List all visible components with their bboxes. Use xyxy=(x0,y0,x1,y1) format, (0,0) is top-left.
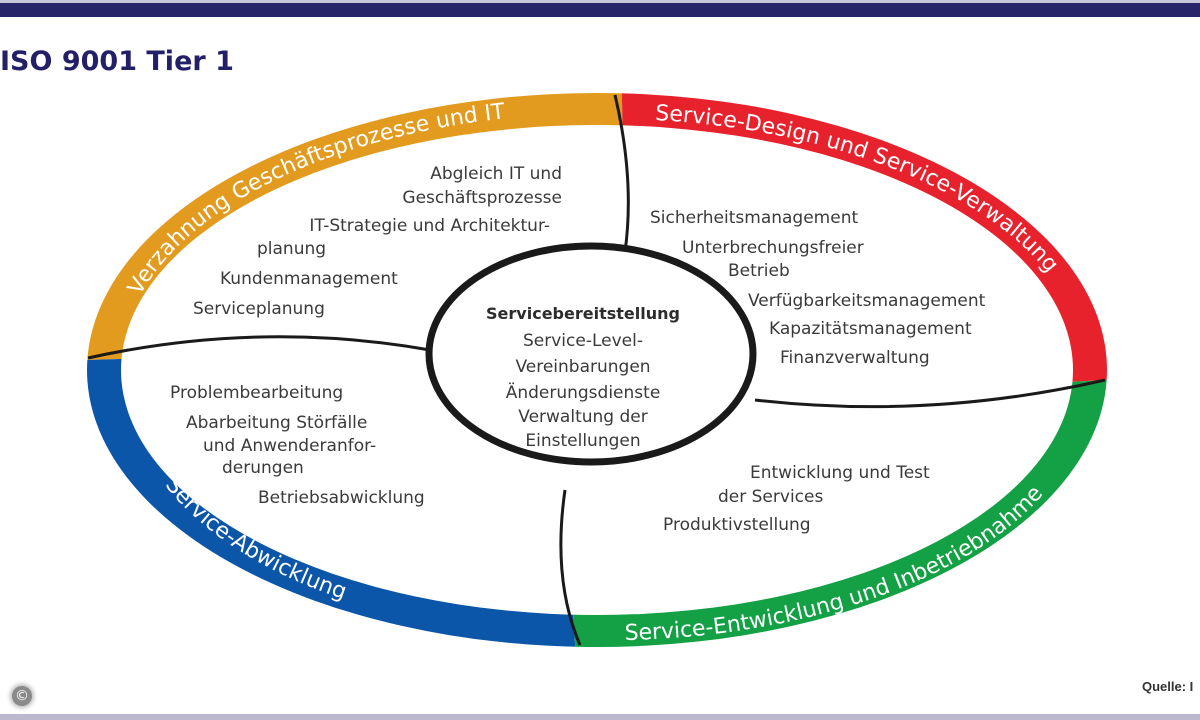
center-item: Vereinbarungen xyxy=(515,357,650,377)
ring-label-bottom-right: Service-Entwicklung und Inbetriebnahme xyxy=(624,481,1048,646)
br-item: der Services xyxy=(718,487,823,507)
tr-item: Kapazitätsmanagement xyxy=(769,319,972,339)
tr-item: Verfügbarkeitsmanagement xyxy=(748,291,986,311)
br-item: Entwicklung und Test xyxy=(750,463,930,483)
tl-item: IT-Strategie und Architektur- xyxy=(309,216,550,236)
divider-right xyxy=(754,378,1106,409)
tl-item: Abgleich IT und xyxy=(430,164,562,184)
tl-item: Geschäftsprozesse xyxy=(402,188,562,208)
bl-item: Problembearbeitung xyxy=(170,383,343,403)
center-heading: Servicebereitstellung xyxy=(486,304,680,323)
bl-item: Betriebsabwicklung xyxy=(258,488,425,508)
header-bar-edge xyxy=(0,0,1200,3)
tr-item: Betrieb xyxy=(728,261,790,281)
divider-bottom xyxy=(559,489,582,646)
bl-item: Abarbeitung Störfälle xyxy=(186,413,367,433)
center-item: Änderungsdienste xyxy=(506,382,661,403)
header-bar xyxy=(0,3,1200,17)
br-item: Produktivstellung xyxy=(663,515,811,535)
center-item: Verwaltung der xyxy=(518,407,647,427)
tr-item: Unterbrechungsfreier xyxy=(682,238,864,258)
copyright-icon: © xyxy=(12,686,32,706)
tr-item: Finanzverwaltung xyxy=(780,348,930,368)
source-label: Quelle: I xyxy=(1142,679,1194,694)
footer-bar xyxy=(0,714,1200,720)
center-item: Service-Level- xyxy=(523,331,643,351)
tl-item: Serviceplanung xyxy=(193,299,325,319)
divider-top xyxy=(613,94,630,253)
center-item: Einstellungen xyxy=(525,431,640,451)
bl-item: und Anwenderanfor- xyxy=(203,436,376,456)
bl-item: derungen xyxy=(222,458,304,478)
divider-left xyxy=(87,335,431,360)
page-title: ISO 9001 Tier 1 xyxy=(0,46,234,77)
tl-item: Kundenmanagement xyxy=(220,269,398,289)
tr-item: Sicherheitsmanagement xyxy=(650,208,858,228)
tl-item: planung xyxy=(257,239,326,259)
center-ellipse xyxy=(425,242,757,466)
